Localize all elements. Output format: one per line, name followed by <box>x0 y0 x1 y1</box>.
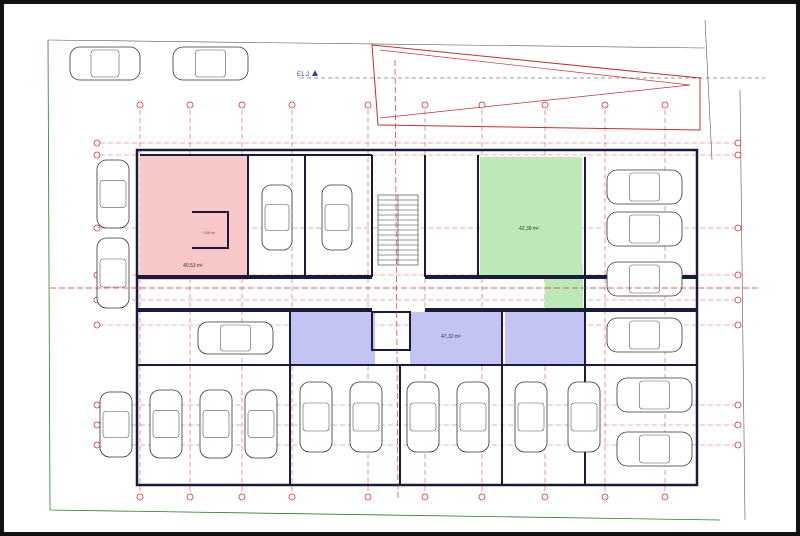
car-icon <box>606 261 683 297</box>
car-icon <box>99 391 133 458</box>
car-icon <box>299 381 333 453</box>
grid-bubble <box>734 224 742 232</box>
car-icon <box>96 237 130 309</box>
grid-bubble <box>288 101 296 109</box>
car-icon <box>616 431 693 467</box>
car-icon <box>321 184 353 251</box>
grid-bubble <box>93 224 101 232</box>
grid-bubble <box>734 321 742 329</box>
car-icon <box>349 381 383 453</box>
parking-cars <box>69 46 693 467</box>
car-icon <box>606 169 683 205</box>
unit-pink-fill <box>140 155 248 280</box>
staircase <box>377 194 419 266</box>
grid-bubble <box>541 493 549 501</box>
grid-bubble <box>734 271 742 279</box>
grid-bubble <box>421 493 429 501</box>
car-icon <box>69 46 141 81</box>
grid-bubble <box>734 401 742 409</box>
grid-bubble <box>661 493 669 501</box>
grid-bubble <box>238 101 246 109</box>
car-icon <box>567 381 601 453</box>
car-icon <box>199 389 233 459</box>
grid-bubble <box>601 101 609 109</box>
grid-bubble <box>478 101 486 109</box>
room-area-green: 42,39 m² <box>519 226 539 232</box>
grid-bubble <box>93 441 101 449</box>
grid-bubble <box>734 139 742 147</box>
grid-bubble <box>93 401 101 409</box>
grid-bubble <box>734 421 742 429</box>
grid-bubble <box>478 493 486 501</box>
grid-bubble <box>421 101 429 109</box>
grid-bubble <box>734 151 742 159</box>
site-boundary <box>47 39 721 521</box>
car-icon <box>96 159 130 229</box>
grid-bubble <box>288 493 296 501</box>
grid-bubble <box>541 101 549 109</box>
car-icon <box>149 389 183 459</box>
car-icon <box>406 381 440 453</box>
grid-bubble <box>364 101 372 109</box>
grid-bubble <box>186 101 194 109</box>
car-icon <box>456 381 490 453</box>
grid-bubble <box>661 101 669 109</box>
car-icon <box>514 381 548 453</box>
car-icon <box>606 211 683 247</box>
car-icon <box>197 321 274 355</box>
grid-bubble <box>136 493 144 501</box>
grid-bubble <box>734 296 742 304</box>
grid-bubble <box>734 441 742 449</box>
grid-bubble <box>238 493 246 501</box>
room-area-pink: 40,53 m² <box>183 263 203 269</box>
elevation-marker-label: E1.2 <box>297 72 310 78</box>
small-room-area: 1,55 m² <box>203 231 216 235</box>
car-icon <box>261 184 293 251</box>
grid-bubble <box>93 151 101 159</box>
grid-bubble <box>186 493 194 501</box>
unit-purple-fill <box>290 312 375 364</box>
grid-bubble <box>601 493 609 501</box>
car-icon <box>616 377 693 413</box>
unit-green-fill <box>480 157 582 275</box>
car-icon <box>244 389 278 459</box>
grid-bubble <box>136 101 144 109</box>
room-area-purple: 47,32 m² <box>441 334 461 340</box>
elevation-triangle-icon <box>312 70 318 76</box>
grid-bubble <box>93 421 101 429</box>
car-icon <box>172 46 249 81</box>
grid-bubble <box>93 321 101 329</box>
grid-bubble <box>93 139 101 147</box>
car-icon <box>606 317 683 353</box>
grid-bubble <box>364 493 372 501</box>
